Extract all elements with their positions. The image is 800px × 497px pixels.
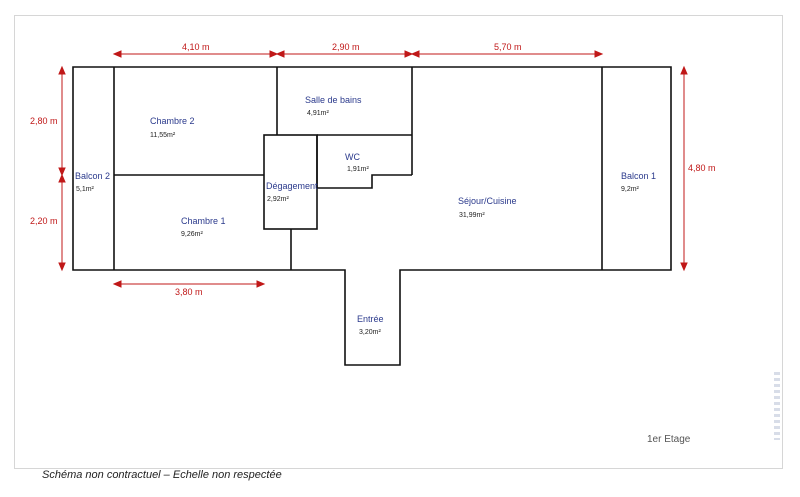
room-area-sejour: 31,99m² <box>459 212 485 219</box>
arrowhead <box>58 173 66 183</box>
dim-label-bottom: 3,80 m <box>175 287 203 297</box>
arrowhead <box>410 50 420 58</box>
arrowhead <box>680 65 688 75</box>
room-name-salle-de-bains: Salle de bains <box>305 95 362 105</box>
arrowhead <box>58 167 66 177</box>
arrowhead <box>112 280 122 288</box>
room-name-chambre2: Chambre 2 <box>150 116 195 126</box>
dim-label-top-middle: 2,90 m <box>332 42 360 52</box>
edge-watermark-strip <box>774 372 780 440</box>
arrowhead <box>256 280 266 288</box>
room-name-chambre1: Chambre 1 <box>181 216 226 226</box>
arrowhead <box>680 262 688 272</box>
room-area-entree: 3,20m² <box>359 329 381 336</box>
dim-label-top-left: 4,10 m <box>182 42 210 52</box>
floor-plan-frame <box>14 15 783 469</box>
room-name-degagement: Dégagement <box>266 181 318 191</box>
room-area-chambre1: 9,26m² <box>181 231 203 238</box>
room-name-sejour: Séjour/Cuisine <box>458 196 517 206</box>
room-area-balcon2: 5,1m² <box>76 186 94 193</box>
room-area-degagement: 2,92m² <box>267 196 289 203</box>
room-area-chambre2: 11,55m² <box>150 132 176 139</box>
arrowhead <box>58 65 66 75</box>
dimension-lines <box>58 50 688 288</box>
room-name-balcon2: Balcon 2 <box>75 171 111 181</box>
dim-label-top-right: 5,70 m <box>494 42 522 52</box>
arrowhead <box>112 50 122 58</box>
room-area-wc: 1,91m² <box>347 166 369 173</box>
room-name-balcon1: Balcon 1 <box>621 171 657 181</box>
outer-wall <box>72 66 672 366</box>
room-area-balcon1: 9,2m² <box>621 186 639 193</box>
arrowhead <box>269 50 279 58</box>
dim-label-left-lower: 2,20 m <box>30 216 58 226</box>
wc-step-wall <box>317 174 412 189</box>
arrowhead <box>275 50 285 58</box>
arrowhead <box>58 262 66 272</box>
disclaimer-text: Schéma non contractuel – Echelle non res… <box>42 469 282 481</box>
walls <box>72 66 672 366</box>
floor-label: 1er Etage <box>647 434 691 445</box>
arrowhead <box>594 50 604 58</box>
dim-label-left-upper: 2,80 m <box>30 116 58 126</box>
room-name-entree: Entrée <box>357 314 384 324</box>
dim-label-right: 4,80 m <box>688 163 716 173</box>
arrowhead <box>404 50 414 58</box>
room-area-salle-de-bains: 4,91m² <box>307 110 329 117</box>
room-name-wc: WC <box>345 152 360 162</box>
